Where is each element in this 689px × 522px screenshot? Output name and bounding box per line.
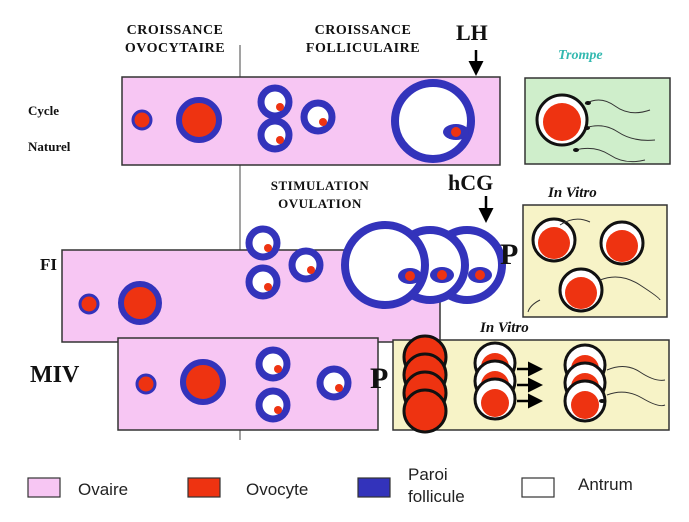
follicle-early [261, 88, 289, 116]
label-trompe: Trompe [558, 48, 603, 64]
row-label-miv: MIV [30, 362, 79, 389]
legend-swatch-ovocyte [188, 478, 220, 497]
label-in-vitro-1: In Vitro [548, 185, 597, 202]
header-stimulation-ovulation: STIMULATION OVULATION [250, 177, 390, 213]
row-label-cycle-naturel: Cycle Naturel [28, 93, 70, 165]
follicle-mature [395, 83, 471, 159]
legend-label-paroi: Paroi follicule [408, 464, 465, 508]
legend-swatch-antrum [522, 478, 554, 497]
legend-swatch-ovaire [28, 478, 60, 497]
header-croissance-folliculaire: CROISSANCE FOLLICULAIRE [288, 22, 438, 58]
follicle-early [304, 103, 332, 131]
legend-label-antrum: Antrum [578, 475, 633, 495]
label-ponction-fiv: P [500, 238, 518, 272]
header-croissance-ovocytaire: CROISSANCE OVOCYTAIRE [105, 22, 245, 58]
legend-swatch-paroi [358, 478, 390, 497]
legend-label-ovocyte: Ovocyte [246, 480, 308, 500]
oocyte-growing [179, 100, 219, 140]
label-lh: LH [456, 20, 488, 46]
label-hcg: hCG [448, 170, 493, 196]
label-in-vitro-2: In Vitro [480, 320, 529, 337]
legend-label-ovaire: Ovaire [78, 480, 128, 500]
row-label-fiv: FI [40, 255, 57, 275]
follicle-early [261, 121, 289, 149]
oocyte-small [133, 111, 151, 129]
label-ponction-miv: P [370, 362, 388, 396]
